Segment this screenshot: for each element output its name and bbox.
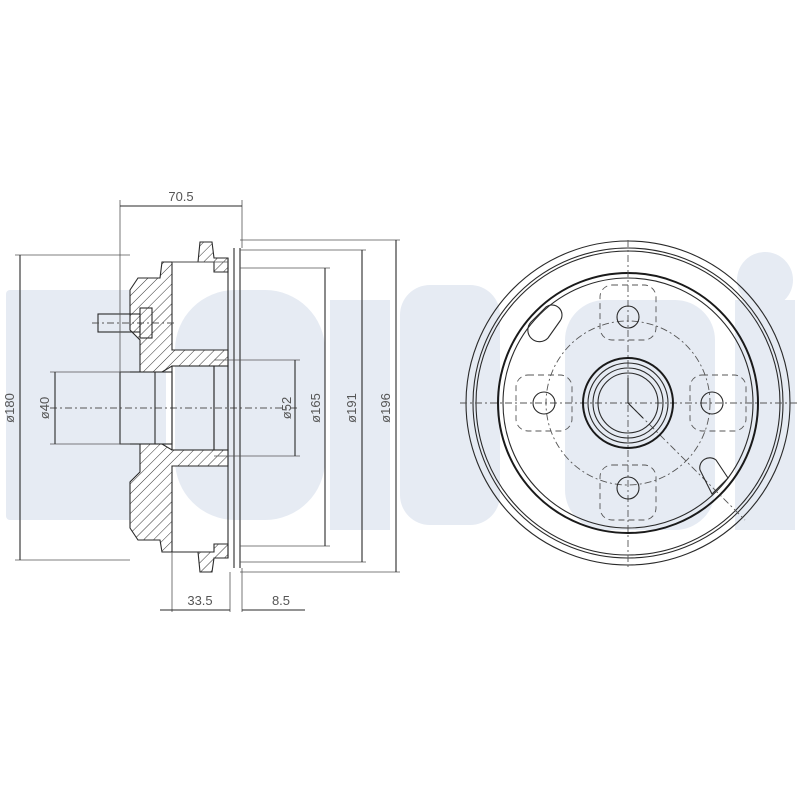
slot-lower-right <box>699 457 729 495</box>
side-section-view <box>15 200 400 612</box>
dim-diameter-196: ø196 <box>378 393 393 423</box>
bolt-hole-bottom <box>599 464 657 521</box>
watermark-logo <box>6 252 795 530</box>
dim-diameter-191: ø191 <box>344 393 359 423</box>
bolt-hole-top <box>599 284 657 341</box>
front-view <box>460 240 800 570</box>
dim-diameter-52: ø52 <box>279 397 294 419</box>
dim-hub-depth: 70.5 <box>168 189 193 204</box>
bolt-hole-right <box>689 374 747 432</box>
dim-diameter-40: ø40 <box>37 397 52 419</box>
dim-diameter-165: ø165 <box>308 393 323 423</box>
dim-diameter-180: ø180 <box>2 393 17 423</box>
dim-flange-offset: 8.5 <box>272 593 290 608</box>
dimension-lines <box>19 205 397 611</box>
slot-upper-left <box>527 304 563 343</box>
dim-stud-offset: 33.5 <box>187 593 212 608</box>
bolt-hole-left <box>515 374 573 432</box>
